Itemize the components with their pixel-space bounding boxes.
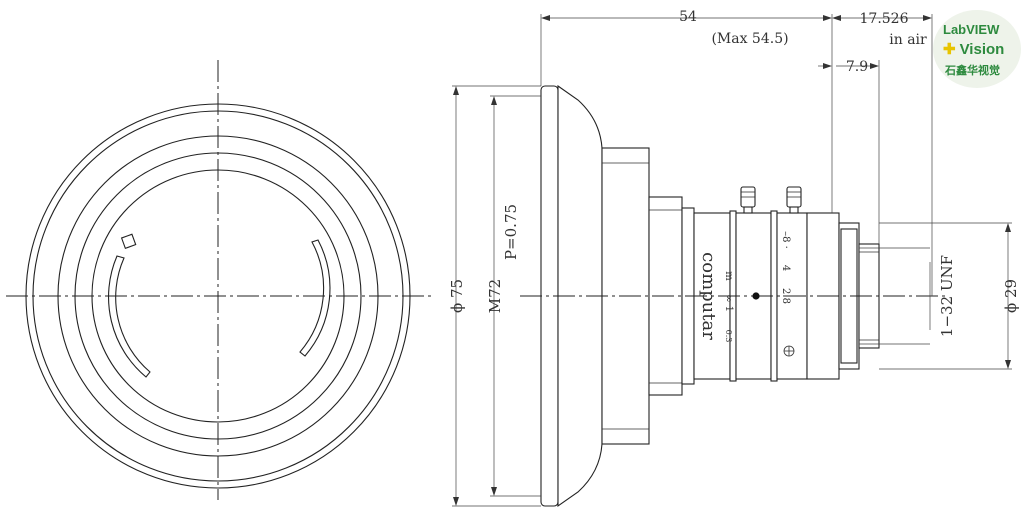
brand-label: computar [698,252,719,340]
flange-note-label: in air [889,32,927,48]
focus-screw-stem [743,206,753,214]
watermark-line1: LabVIEW [943,22,1000,37]
left-arc-slot [107,255,151,378]
overall-length-label: 54 [679,9,697,25]
side-view: computar m ∞ 1 0.3 –8 · 4 2.8 ϕ 75 M72 P… [448,9,1020,508]
right-arc-slot [299,239,331,357]
focus-near-label: 0.3 [724,330,733,343]
plus-icon: ✚ [943,41,956,58]
flange-distance-label: 17.526 [860,11,909,27]
aperture-scale-label-1: –8 · [780,231,791,249]
index-square-mark [120,233,137,250]
mount-thread-label: 1−32 UNF [938,255,956,337]
outer-diameter-label: ϕ 75 [448,279,466,313]
mount-diameter-label: ϕ 29 [1002,279,1020,313]
watermark-logo: LabVIEW ✚Vision 石鑫华视觉 [933,10,1021,88]
overall-length-max-label: (Max 54.5) [711,31,788,47]
watermark-line2-wrap: ✚Vision [943,40,1004,58]
iris-screw-stem [789,206,799,214]
focus-scale-label: ∞ 1 [723,294,734,312]
filter-thread-label: M72 [486,279,504,313]
aperture-scale-label-2: 4 [780,265,791,271]
filter-pitch-label: P=0.75 [502,204,520,260]
watermark-line2: Vision [959,41,1005,58]
index-dot [752,292,760,300]
watermark-line3: 石鑫华视觉 [945,65,1000,77]
aperture-scale-label-3: 2.8 [780,288,791,304]
back-length-label: 7.9 [846,59,868,75]
front-view [6,60,432,500]
focus-unit-label: m [723,271,734,281]
